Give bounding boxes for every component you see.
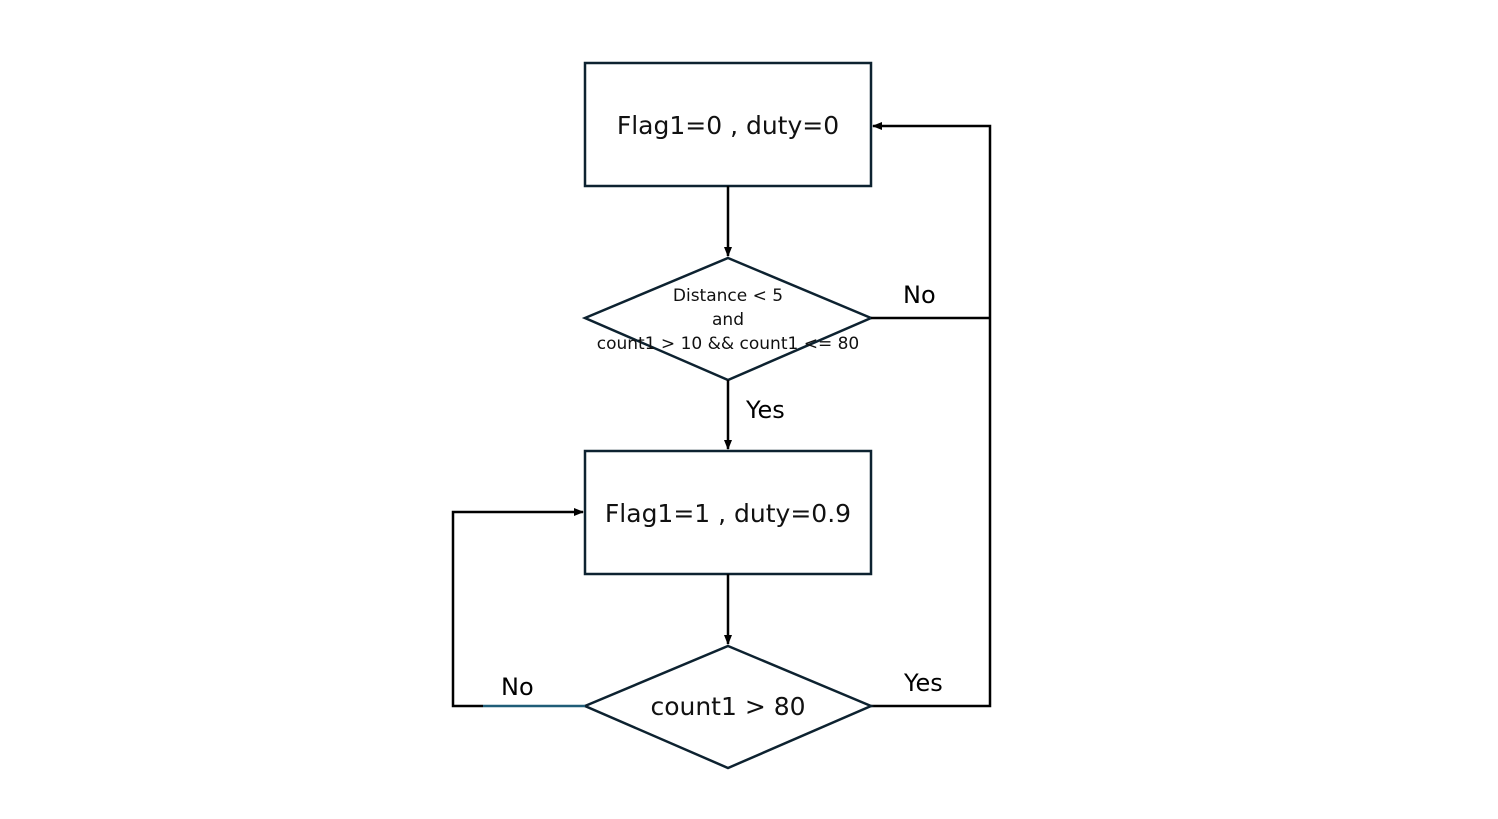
decision1-yes-label: Yes	[745, 396, 785, 424]
process-box-active-label: Flag1=1 , duty=0.9	[605, 499, 851, 528]
decision-count-threshold-label: count1 > 80	[650, 692, 805, 721]
decision-distance-line2: and	[712, 310, 744, 330]
process-box-init	[583, 61, 873, 188]
edge-return-to-init	[871, 122, 992, 708]
decision-count-threshold	[581, 644, 875, 770]
decision-distance-line3: count1 > 10 && count1 <= 80	[597, 334, 860, 354]
decision2-yes-label: Yes	[903, 669, 943, 697]
decision-distance-line1: Distance < 5	[673, 286, 783, 306]
decision2-no-label: No	[501, 673, 534, 701]
decision1-no-label: No	[903, 281, 936, 309]
edge-decision2-no	[451, 508, 584, 708]
process-box-init-label: Flag1=0 , duty=0	[617, 111, 839, 140]
